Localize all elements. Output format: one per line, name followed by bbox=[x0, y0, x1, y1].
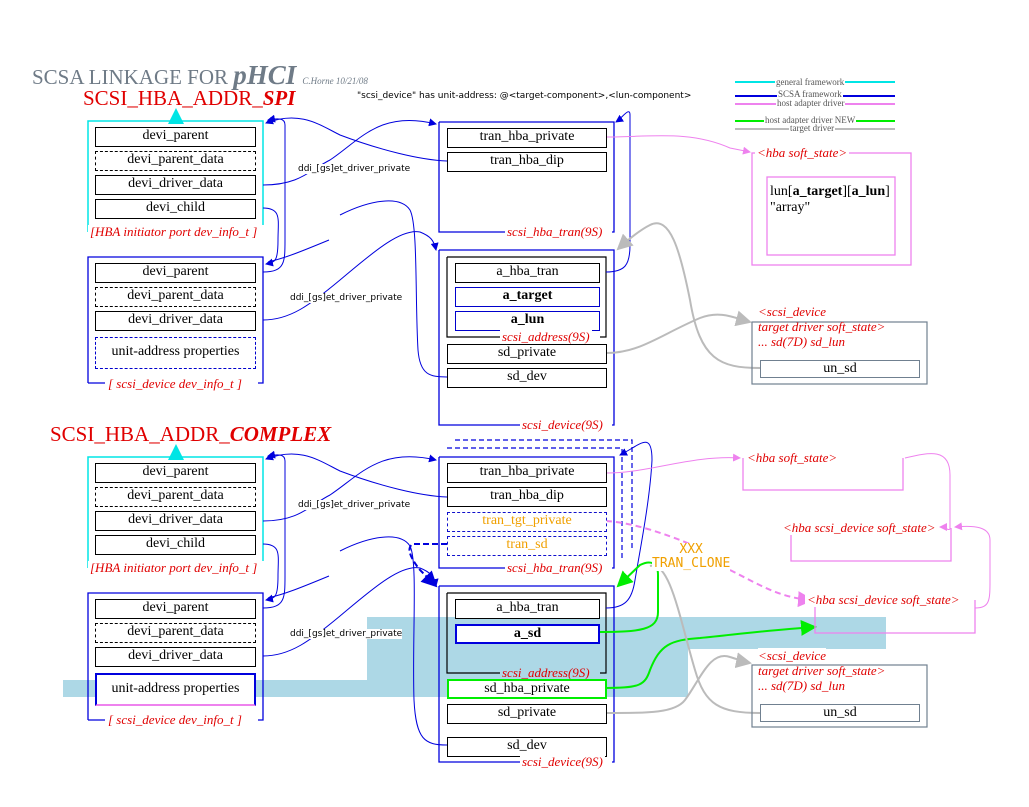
spi-hba-devinfo-caption: [HBA initiator port dev_info_t ] bbox=[88, 224, 260, 239]
spi-a-hba-tran: a_hba_tran bbox=[455, 263, 600, 283]
spi-target-soft-state-label-3: ... sd(7D) sd_lun bbox=[758, 334, 846, 349]
complex-hba-soft-state-label: <hba soft_state> bbox=[745, 450, 840, 465]
author-credit: C.Horne 10/21/08 bbox=[302, 76, 368, 86]
complex-scsi-devinfo-caption: [ scsi_device dev_info_t ] bbox=[106, 712, 244, 727]
spi-sd-devi-parent-data: devi_parent_data bbox=[95, 287, 256, 307]
complex-tran-tgt-private: tran_tgt_private bbox=[447, 512, 607, 532]
spi-sd-unit-address-properties: unit-address properties bbox=[95, 337, 256, 369]
spi-scsi-address-frame bbox=[446, 256, 607, 338]
array-label: "array" bbox=[770, 200, 811, 215]
complex-un-sd: un_sd bbox=[760, 704, 920, 722]
complex-tran-hba-dip: tran_hba_dip bbox=[447, 487, 607, 507]
complex-scsi-device-caption: scsi_device(9S) bbox=[520, 754, 605, 769]
complex-target-soft-state-label-1: <scsi_device bbox=[758, 648, 826, 663]
title-main: SCSA LINKAGE FOR bbox=[32, 65, 234, 89]
spi-target-soft-state-frame bbox=[751, 321, 928, 385]
spi-heading: SCSI_HBA_ADDR_SPI bbox=[83, 86, 295, 111]
complex-target-soft-state-label-2: target driver soft_state> bbox=[758, 663, 886, 678]
legend-hba-new: host adapter driver NEW bbox=[764, 115, 857, 125]
complex-hba-scsi-device-soft-state-label-2: <hba scsi_device soft_state> bbox=[805, 592, 962, 607]
spi-un-sd: un_sd bbox=[760, 360, 920, 378]
spi-scsi-address-caption: scsi_address(9S) bbox=[500, 329, 592, 344]
complex-hba-tran-frame bbox=[438, 456, 615, 569]
unit-address-note: "scsi_device" has unit-address: @<target… bbox=[357, 91, 692, 101]
spi-scsi-devinfo-frame bbox=[87, 256, 264, 384]
spi-hba-devi-parent-data: devi_parent_data bbox=[95, 151, 256, 171]
spi-sd-private: sd_private bbox=[447, 344, 607, 364]
spi-hba-tran-frame bbox=[438, 121, 615, 233]
complex-sd-private: sd_private bbox=[447, 704, 607, 724]
page-title: SCSA LINKAGE FOR pHCI C.Horne 10/21/08 bbox=[32, 60, 368, 91]
complex-sd-hba-private: sd_hba_private bbox=[447, 679, 607, 699]
tran-clone-note: XXX TRAN_CLONE bbox=[652, 542, 731, 571]
complex-hba-devi-parent: devi_parent bbox=[95, 463, 256, 483]
spi-scsi-devinfo-caption: [ scsi_device dev_info_t ] bbox=[106, 376, 244, 391]
complex-heading: SCSI_HBA_ADDR_COMPLEX bbox=[50, 422, 331, 447]
legend-target: target driver bbox=[789, 123, 836, 133]
spi-scsi-device-frame bbox=[438, 249, 615, 426]
spi-hba-soft-state-inner bbox=[766, 176, 896, 256]
lun-mid: ][ bbox=[842, 184, 852, 199]
spi-sd-devi-parent: devi_parent bbox=[95, 263, 256, 283]
complex-scsi-device-frame bbox=[438, 585, 615, 763]
spi-hba-soft-state-label: <hba soft_state> bbox=[755, 145, 850, 160]
spi-ddi-label-2: ddi_[gs]et_driver_private bbox=[290, 293, 403, 303]
complex-hba-devinfo-caption: [HBA initiator port dev_info_t ] bbox=[88, 560, 260, 575]
complex-ddi-label-1: ddi_[gs]et_driver_private bbox=[298, 500, 411, 510]
spi-target-soft-state-label-1: <scsi_device bbox=[758, 304, 826, 319]
complex-hba-devi-child: devi_child bbox=[95, 535, 256, 555]
spi-target-soft-state-label-2: target driver soft_state> bbox=[758, 319, 886, 334]
complex-hba-scsi-device-soft-state-label-1: <hba scsi_device soft_state> bbox=[781, 520, 938, 535]
complex-scsi-address-caption: scsi_address(9S) bbox=[502, 665, 590, 680]
complex-sd-devi-parent: devi_parent bbox=[95, 599, 256, 619]
title-emph: pHCI bbox=[233, 60, 297, 90]
complex-tran-sd: tran_sd bbox=[447, 536, 607, 556]
spi-tran-hba-dip: tran_hba_dip bbox=[447, 152, 607, 172]
lun-lun: a_lun bbox=[851, 184, 886, 199]
complex-sd-unit-address-properties: unit-address properties bbox=[95, 673, 256, 706]
complex-tran-hba-private: tran_hba_private bbox=[447, 463, 607, 483]
spi-a-target: a_target bbox=[455, 287, 600, 307]
spi-heading-prefix: SCSI_HBA_ADDR_ bbox=[83, 86, 263, 110]
complex-hba-scsi-device-soft-state-frame-1 bbox=[790, 528, 952, 562]
spi-tran-hba-private: tran_hba_private bbox=[447, 128, 607, 148]
complex-hba-tran-caption: scsi_hba_tran(9S) bbox=[505, 560, 605, 575]
spi-lun-array-text: lun[a_target][a_lun] "array" bbox=[770, 184, 890, 216]
complex-heading-prefix: SCSI_HBA_ADDR_ bbox=[50, 422, 230, 446]
spi-hba-devi-parent: devi_parent bbox=[95, 127, 256, 147]
spi-ddi-label-1: ddi_[gs]et_driver_private bbox=[298, 164, 411, 174]
spi-scsi-device-caption: scsi_device(9S) bbox=[520, 417, 605, 432]
complex-scsi-address-frame bbox=[446, 592, 607, 674]
spi-hba-tran-caption: scsi_hba_tran(9S) bbox=[505, 224, 605, 239]
complex-hba-devi-driver-data: devi_driver_data bbox=[95, 511, 256, 531]
complex-sd-devi-driver-data: devi_driver_data bbox=[95, 647, 256, 667]
complex-scsi-devinfo-frame bbox=[87, 592, 264, 721]
legend-scsa: SCSA framework bbox=[777, 89, 843, 99]
lun-prefix: lun[ bbox=[770, 184, 793, 199]
complex-a-sd: a_sd bbox=[455, 624, 600, 644]
complex-target-soft-state-label-3: ... sd(7D) sd_lun bbox=[758, 678, 846, 693]
spi-sd-devi-driver-data: devi_driver_data bbox=[95, 311, 256, 331]
complex-sd-devi-parent-data: devi_parent_data bbox=[95, 623, 256, 643]
lun-end: ] bbox=[885, 184, 890, 199]
complex-ddi-label-2: ddi_[gs]et_driver_private bbox=[290, 629, 403, 639]
legend-general: general framework bbox=[775, 77, 846, 87]
spi-hba-devi-child: devi_child bbox=[95, 199, 256, 219]
tran-clone-line1: XXX bbox=[679, 542, 703, 557]
lun-target: a_target bbox=[792, 184, 843, 199]
complex-a-hba-tran: a_hba_tran bbox=[455, 599, 600, 619]
tran-clone-line2: TRAN_CLONE bbox=[652, 556, 731, 571]
complex-heading-emph: COMPLEX bbox=[229, 422, 332, 446]
spi-hba-devi-driver-data: devi_driver_data bbox=[95, 175, 256, 195]
complex-hba-devi-parent-data: devi_parent_data bbox=[95, 487, 256, 507]
legend-hba: host adapter driver bbox=[776, 98, 846, 108]
complex-target-soft-state-frame bbox=[751, 664, 928, 728]
complex-hba-scsi-device-soft-state-frame-2 bbox=[814, 600, 976, 634]
complex-hba-soft-state-frame bbox=[742, 458, 904, 491]
spi-a-lun: a_lun bbox=[455, 311, 600, 331]
spi-heading-emph: SPI bbox=[262, 86, 296, 110]
spi-sd-dev: sd_dev bbox=[447, 368, 607, 388]
